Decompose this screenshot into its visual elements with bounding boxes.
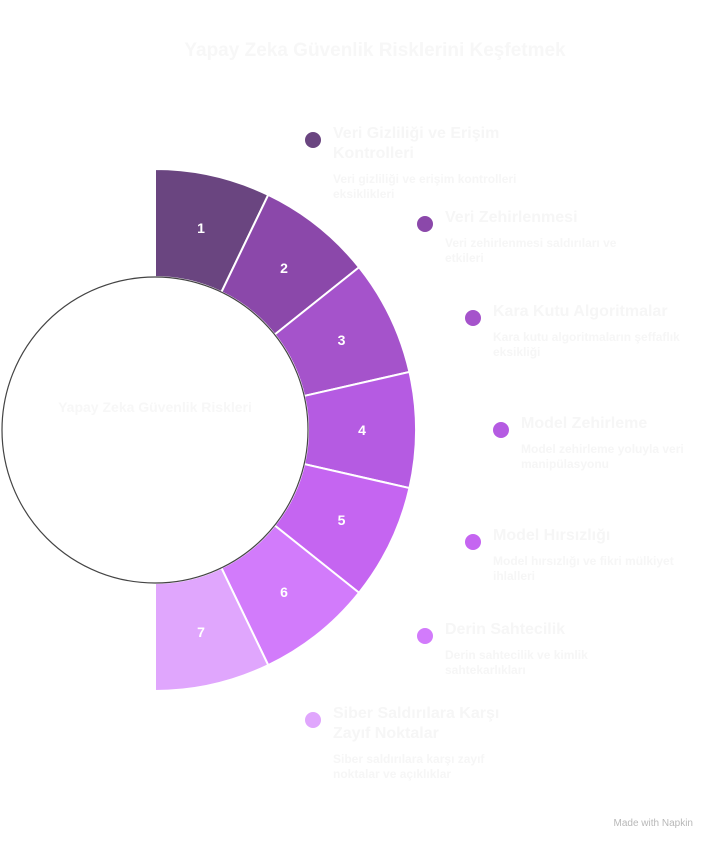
segment-number: 6: [280, 584, 288, 600]
legend-title: Model Hırsızlığı: [493, 527, 611, 544]
made-with-napkin: Made with Napkin: [613, 818, 693, 829]
segment-number: 5: [338, 512, 346, 528]
legend-title: Kara Kutu Algoritmalar: [493, 303, 668, 320]
legend-description: Model hırsızlığı ve fikri mülkiyet ihlal…: [493, 554, 674, 583]
legend-dot: [465, 310, 481, 326]
center-label: Yapay Zeka Güvenlik Riskleri: [58, 399, 252, 415]
legend-dot: [493, 422, 509, 438]
segment-number: 3: [338, 332, 346, 348]
legend-dot: [305, 712, 321, 728]
legend-description: Veri zehirlenmesi saldırıları ve etkiler…: [445, 236, 617, 265]
center-circle: [1, 276, 309, 584]
diagram-title: Yapay Zeka Güvenlik Risklerini Keşfetmek: [184, 40, 566, 61]
legend-description: Veri gizliliği ve erişim kontrolleri eks…: [333, 172, 517, 201]
legend-title: Veri Gizliliği ve Erişim Kontrolleri: [333, 125, 500, 162]
segment-number: 1: [197, 220, 205, 236]
legend-description: Derin sahtecilik ve kimlik sahtekarlıkla…: [445, 648, 588, 677]
legend-dot: [465, 534, 481, 550]
segment-number: 2: [280, 260, 288, 276]
legend-title: Veri Zehirlenmesi: [445, 209, 578, 226]
legend-title: Model Zehirleme: [521, 415, 648, 432]
legend-description: Siber saldırılara karşı zayıf noktalar v…: [333, 752, 485, 781]
legend-dot: [305, 132, 321, 148]
legend-dot: [417, 628, 433, 644]
legend-title: Derin Sahtecilik: [445, 621, 566, 638]
legend-description: Kara kutu algoritmaların şeffaflık eksik…: [493, 330, 680, 359]
segment-number: 7: [197, 624, 205, 640]
segment-number: 4: [358, 422, 366, 438]
legend-title: Siber Saldırılara Karşı Zayıf Noktalar: [333, 705, 500, 742]
legend-description: Model zehirleme yoluyla veri manipülasyo…: [521, 442, 684, 471]
legend-dot: [417, 216, 433, 232]
